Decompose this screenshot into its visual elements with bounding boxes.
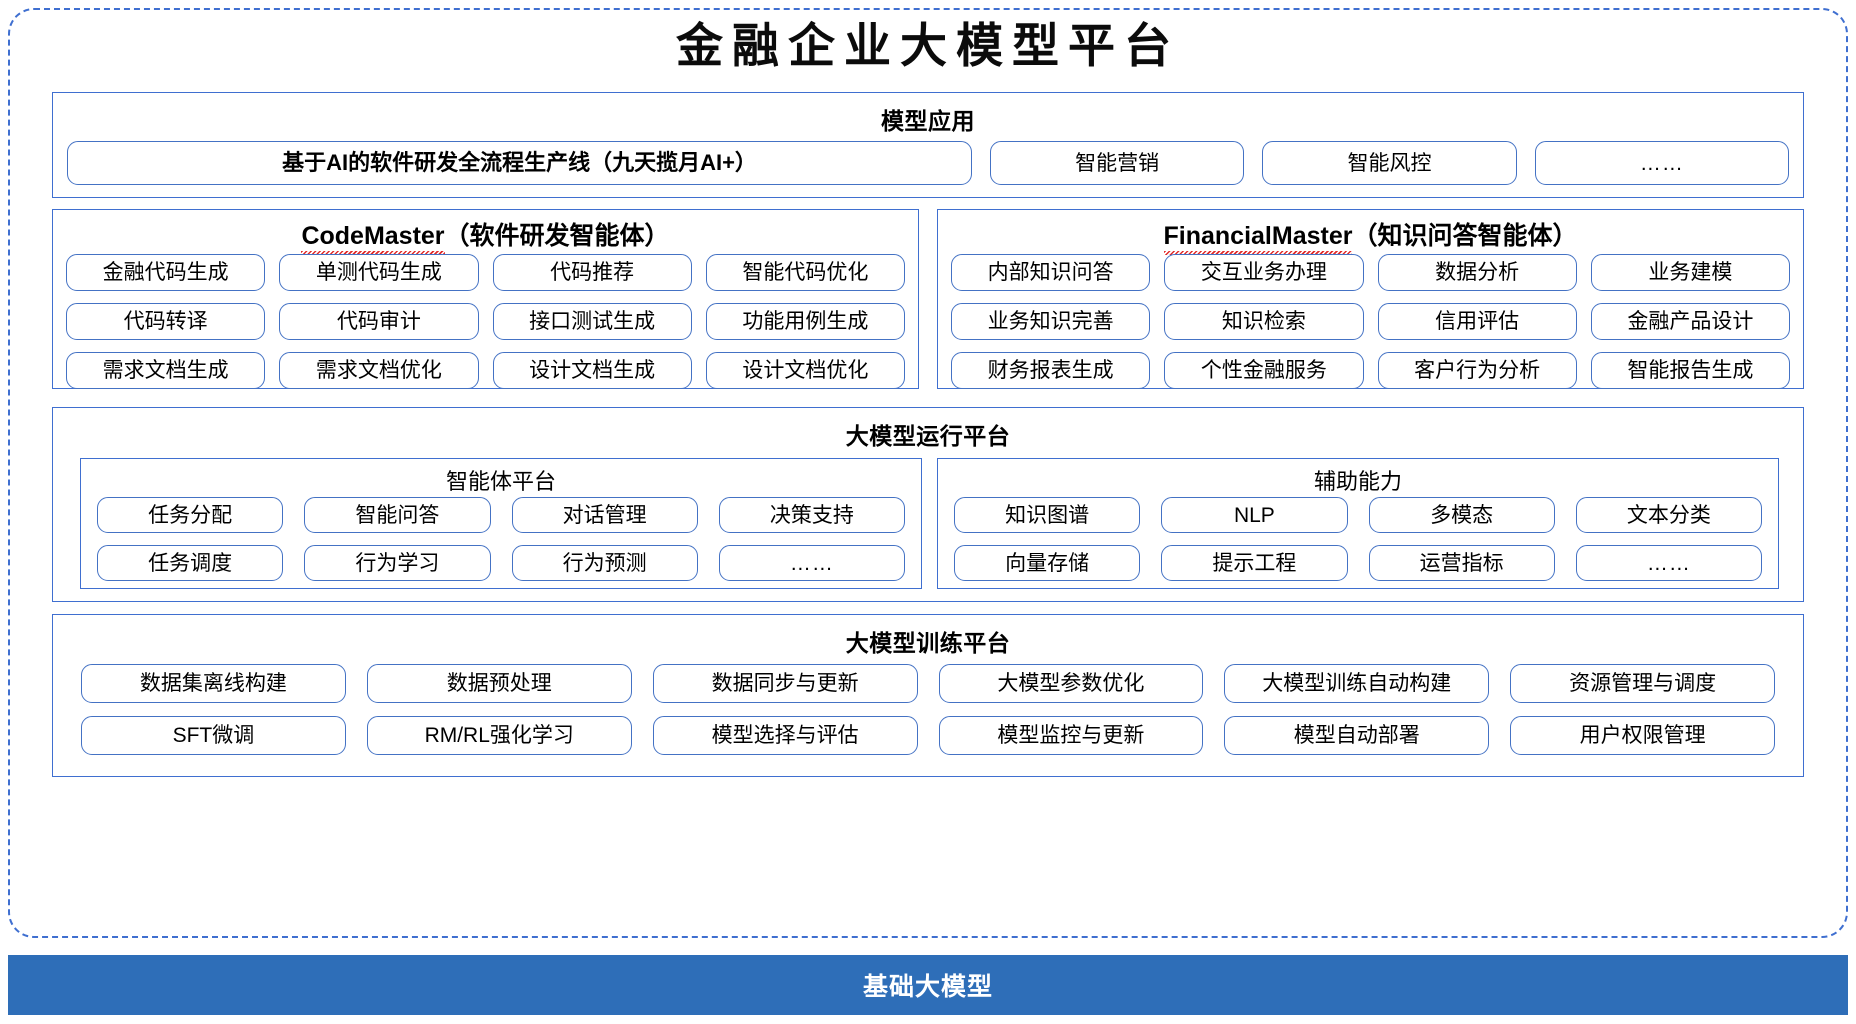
training-chip-8[interactable]: 模型选择与评估 — [652, 716, 918, 755]
financialmaster-chip-9[interactable]: 个性金融服务 — [1164, 352, 1364, 389]
runtime-platform-title: 大模型运行平台 — [845, 423, 1011, 449]
agent-platform-chip-0[interactable]: 任务分配 — [97, 497, 284, 533]
aux-capability-chip-0[interactable]: 知识图谱 — [954, 497, 1141, 533]
training-platform-section: 大模型训练平台 数据集离线构建 数据预处理 数据同步与更新 大模型参数优化 大模… — [52, 614, 1804, 777]
training-chip-6[interactable]: SFT微调 — [81, 716, 346, 755]
financialmaster-panel: FinancialMaster（知识问答智能体） 内部知识问答 交互业务办理 数… — [937, 209, 1804, 389]
codemaster-chip-8[interactable]: 需求文档生成 — [66, 352, 266, 389]
codemaster-name: CodeMaster — [301, 222, 445, 255]
aux-capability-chip-2[interactable]: 多模态 — [1368, 497, 1555, 533]
codemaster-heading: CodeMaster（软件研发智能体） — [53, 216, 918, 255]
application-chip-1[interactable]: 智能风控 — [1262, 141, 1517, 185]
auxiliary-capability-group: 辅助能力 知识图谱 NLP 多模态 文本分类 向量存储 提示工程 运营指标 …… — [937, 458, 1779, 589]
auxiliary-capability-group-title: 辅助能力 — [1313, 469, 1402, 494]
application-chip-2[interactable]: …… — [1534, 141, 1789, 185]
agent-platform-group: 智能体平台 任务分配 智能问答 对话管理 决策支持 任务调度 行为学习 行为预测… — [80, 458, 922, 589]
training-capability-grid: 数据集离线构建 数据预处理 数据同步与更新 大模型参数优化 大模型训练自动构建 … — [81, 664, 1775, 755]
financialmaster-chip-0[interactable]: 内部知识问答 — [951, 254, 1151, 291]
financialmaster-heading: FinancialMaster（知识问答智能体） — [938, 216, 1803, 255]
codemaster-panel: CodeMaster（软件研发智能体） 金融代码生成 单测代码生成 代码推荐 智… — [52, 209, 919, 389]
training-chip-1[interactable]: 数据预处理 — [366, 664, 632, 703]
model-application-title: 模型应用 — [881, 108, 975, 134]
financialmaster-chip-5[interactable]: 知识检索 — [1164, 303, 1364, 340]
training-chip-2[interactable]: 数据同步与更新 — [652, 664, 918, 703]
financialmaster-chip-8[interactable]: 财务报表生成 — [951, 352, 1151, 389]
agent-platform-chip-4[interactable]: 任务调度 — [97, 545, 284, 581]
agent-platform-chip-2[interactable]: 对话管理 — [511, 497, 698, 533]
agent-platform-chip-1[interactable]: 智能问答 — [304, 497, 491, 533]
outer-dashed-frame — [8, 8, 1848, 938]
aux-capability-chip-7[interactable]: …… — [1575, 545, 1762, 581]
aux-capability-chip-6[interactable]: 运营指标 — [1368, 545, 1555, 581]
agent-platform-chip-5[interactable]: 行为学习 — [304, 545, 491, 581]
financialmaster-name: FinancialMaster — [1163, 222, 1353, 255]
codemaster-chip-5[interactable]: 代码审计 — [279, 303, 479, 340]
financialmaster-chip-6[interactable]: 信用评估 — [1377, 303, 1577, 340]
financialmaster-chip-2[interactable]: 数据分析 — [1377, 254, 1577, 291]
page-title: 金融企业大模型平台 — [676, 21, 1180, 73]
application-chip-primary[interactable]: 基于AI的软件研发全流程生产线（九天揽月AI+） — [67, 141, 972, 185]
training-chip-3[interactable]: 大模型参数优化 — [938, 664, 1204, 703]
codemaster-chip-9[interactable]: 需求文档优化 — [279, 352, 479, 389]
codemaster-chip-3[interactable]: 智能代码优化 — [705, 254, 905, 291]
runtime-platform-section: 大模型运行平台 智能体平台 任务分配 智能问答 对话管理 决策支持 任务调度 行… — [52, 407, 1804, 602]
financialmaster-name-suffix: （知识问答智能体） — [1352, 222, 1578, 250]
financialmaster-chip-1[interactable]: 交互业务办理 — [1164, 254, 1364, 291]
base-model-label: 基础大模型 — [862, 973, 993, 1001]
agent-platform-group-title: 智能体平台 — [445, 469, 556, 494]
training-chip-10[interactable]: 模型自动部署 — [1224, 716, 1490, 755]
codemaster-chip-7[interactable]: 功能用例生成 — [705, 303, 905, 340]
aux-capability-chip-4[interactable]: 向量存储 — [954, 545, 1141, 581]
agent-platform-grid: 任务分配 智能问答 对话管理 决策支持 任务调度 行为学习 行为预测 …… — [97, 497, 905, 581]
base-model-bar: 基础大模型 — [8, 955, 1848, 1015]
agent-platform-chip-7[interactable]: …… — [718, 545, 905, 581]
auxiliary-capability-grid: 知识图谱 NLP 多模态 文本分类 向量存储 提示工程 运营指标 …… — [954, 497, 1762, 581]
agent-platform-chip-6[interactable]: 行为预测 — [511, 545, 698, 581]
financialmaster-chip-11[interactable]: 智能报告生成 — [1590, 352, 1790, 389]
codemaster-chip-0[interactable]: 金融代码生成 — [66, 254, 266, 291]
codemaster-chip-1[interactable]: 单测代码生成 — [279, 254, 479, 291]
training-chip-7[interactable]: RM/RL强化学习 — [366, 716, 632, 755]
aux-capability-chip-5[interactable]: 提示工程 — [1161, 545, 1348, 581]
financialmaster-chip-10[interactable]: 客户行为分析 — [1377, 352, 1577, 389]
aux-capability-chip-1[interactable]: NLP — [1161, 497, 1348, 533]
codemaster-capability-grid: 金融代码生成 单测代码生成 代码推荐 智能代码优化 代码转译 代码审计 接口测试… — [66, 254, 905, 389]
codemaster-chip-2[interactable]: 代码推荐 — [492, 254, 692, 291]
aux-capability-chip-3[interactable]: 文本分类 — [1575, 497, 1762, 533]
financialmaster-chip-7[interactable]: 金融产品设计 — [1590, 303, 1790, 340]
financialmaster-capability-grid: 内部知识问答 交互业务办理 数据分析 业务建模 业务知识完善 知识检索 信用评估… — [951, 254, 1790, 389]
model-application-items: 基于AI的软件研发全流程生产线（九天揽月AI+） 智能营销 智能风控 …… — [67, 141, 1789, 185]
financialmaster-chip-3[interactable]: 业务建模 — [1590, 254, 1790, 291]
application-chip-0[interactable]: 智能营销 — [990, 141, 1245, 185]
codemaster-chip-10[interactable]: 设计文档生成 — [492, 352, 692, 389]
model-application-section: 模型应用 基于AI的软件研发全流程生产线（九天揽月AI+） 智能营销 智能风控 … — [52, 92, 1804, 198]
codemaster-name-suffix: （软件研发智能体） — [444, 222, 670, 250]
codemaster-chip-11[interactable]: 设计文档优化 — [705, 352, 905, 389]
training-chip-0[interactable]: 数据集离线构建 — [81, 664, 346, 703]
codemaster-chip-6[interactable]: 接口测试生成 — [492, 303, 692, 340]
financialmaster-chip-4[interactable]: 业务知识完善 — [951, 303, 1151, 340]
training-chip-11[interactable]: 用户权限管理 — [1510, 716, 1775, 755]
codemaster-chip-4[interactable]: 代码转译 — [66, 303, 266, 340]
training-chip-9[interactable]: 模型监控与更新 — [938, 716, 1204, 755]
training-chip-4[interactable]: 大模型训练自动构建 — [1224, 664, 1490, 703]
training-platform-title: 大模型训练平台 — [845, 630, 1011, 656]
agent-platform-chip-3[interactable]: 决策支持 — [718, 497, 905, 533]
training-chip-5[interactable]: 资源管理与调度 — [1510, 664, 1775, 703]
